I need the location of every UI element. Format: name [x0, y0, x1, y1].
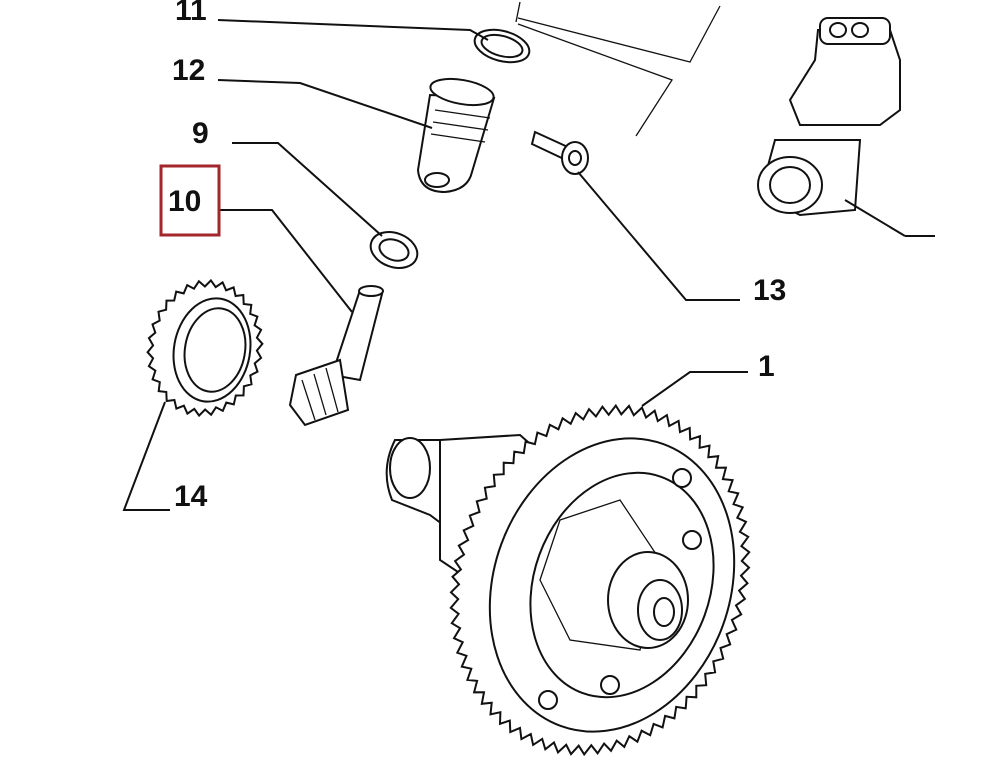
- part-10-pinion-shaft[interactable]: [288, 285, 384, 427]
- part-1-differential[interactable]: [385, 403, 775, 767]
- part-9-seal[interactable]: [366, 226, 423, 274]
- callout-9[interactable]: 9: [192, 117, 209, 150]
- callout-11[interactable]: 11: [175, 0, 207, 27]
- callout-13[interactable]: 13: [753, 274, 786, 307]
- callout-14[interactable]: 14: [174, 480, 208, 513]
- callout-12[interactable]: 12: [172, 54, 205, 87]
- callout-1[interactable]: 1: [758, 350, 775, 383]
- reference-lines: [515, 1, 721, 137]
- speed-sensor[interactable]: [757, 17, 935, 237]
- leader-lines: [122, 19, 748, 511]
- part-12-bushing[interactable]: [416, 75, 496, 194]
- part-14-gear[interactable]: [146, 278, 264, 418]
- callout-10[interactable]: 10: [168, 185, 201, 218]
- highlight-box: [159, 164, 221, 237]
- part-13-bolt[interactable]: [530, 130, 589, 175]
- part-11-o-ring[interactable]: [471, 24, 533, 67]
